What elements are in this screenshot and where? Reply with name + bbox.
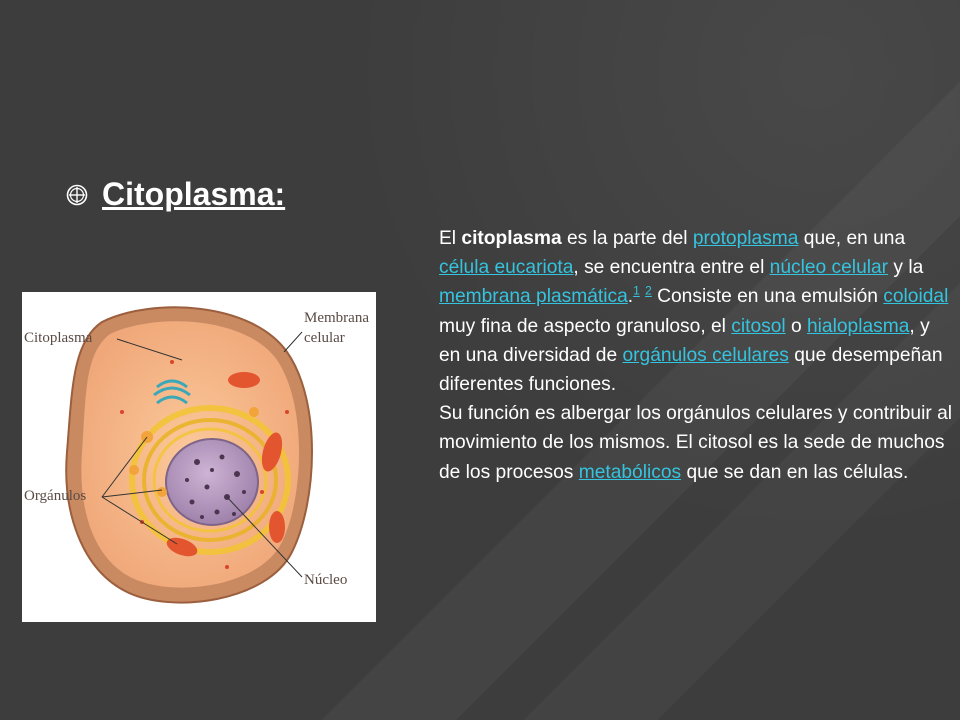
paragraph-definition: El citoplasma es la parte del protoplasm… [439, 228, 949, 396]
label-nucleo: Núcleo [304, 572, 347, 588]
paragraph-function: Su función es albergar los orgánulos cel… [439, 403, 953, 483]
link-membrana-plasmatica[interactable]: membrana plasmática [439, 286, 628, 308]
cell-diagram: Citoplasma Membrana celular Orgánulos Nú… [22, 292, 376, 622]
label-membrana-1: Membrana [304, 310, 369, 326]
label-membrana-2: celular [304, 330, 345, 346]
nucleus [165, 438, 259, 526]
link-organulos-celulares[interactable]: orgánulos celulares [622, 344, 789, 366]
reference-2[interactable]: 2 [645, 284, 652, 299]
link-citosol[interactable]: citosol [731, 315, 786, 337]
link-coloidal[interactable]: coloidal [883, 286, 949, 308]
circle-cross-bullet-icon [66, 184, 88, 205]
link-celula-eucariota[interactable]: célula eucariota [439, 257, 574, 279]
label-organulos: Orgánulos [24, 488, 86, 504]
slide-title: Citoplasma: [102, 176, 286, 212]
link-hialoplasma[interactable]: hialoplasma [807, 315, 910, 337]
link-protoplasma[interactable]: protoplasma [692, 228, 799, 249]
link-metabolicos[interactable]: metabólicos [578, 461, 682, 483]
link-nucleo-celular[interactable]: núcleo celular [769, 257, 889, 279]
reference-1[interactable]: 1 [633, 284, 640, 299]
body-text: El citoplasma es la parte del protoplasm… [439, 224, 954, 487]
label-citoplasma: Citoplasma [24, 330, 93, 346]
title-row: Citoplasma: [66, 176, 285, 213]
term-citoplasma: citoplasma [461, 228, 562, 249]
